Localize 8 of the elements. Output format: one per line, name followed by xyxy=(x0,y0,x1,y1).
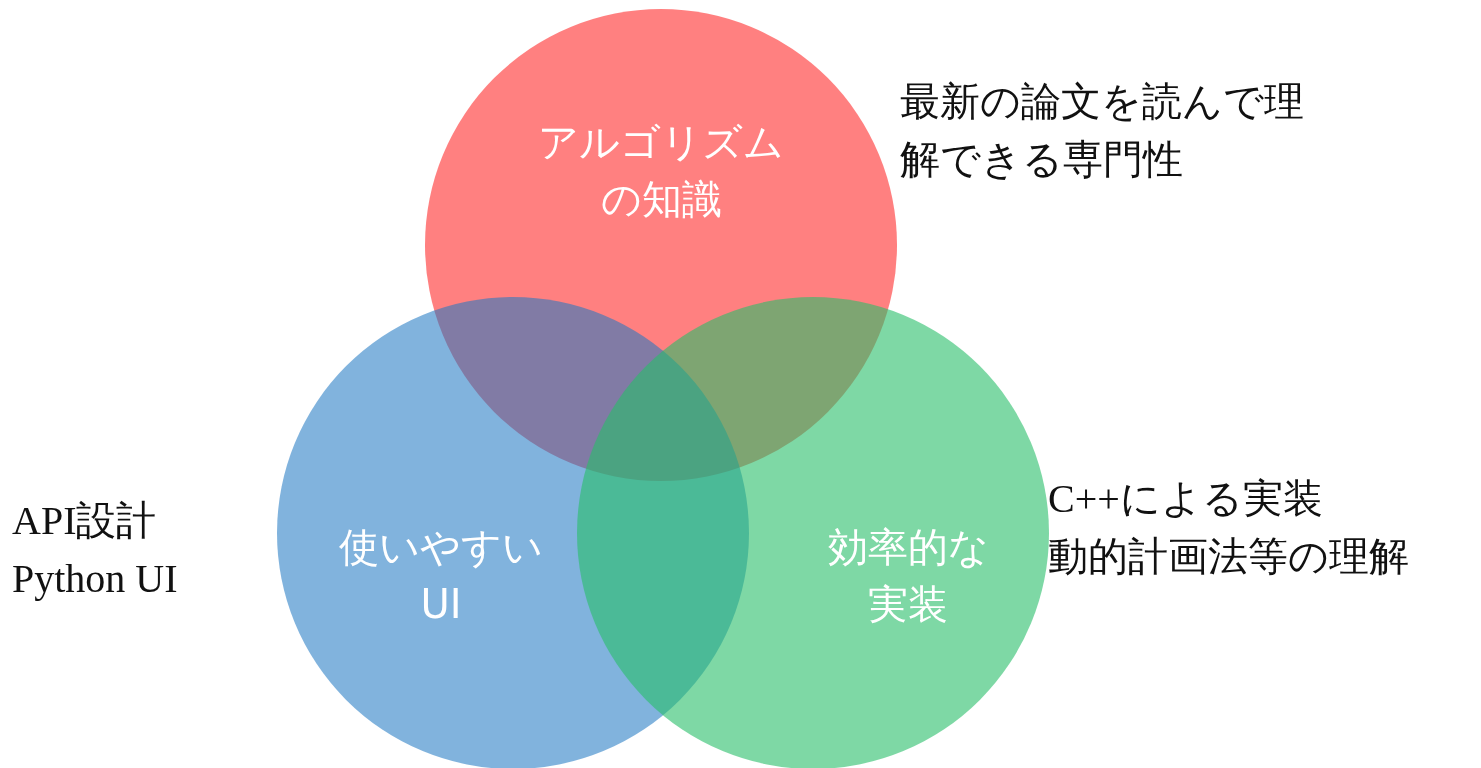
circle-label: 使いやすいUI xyxy=(338,523,544,629)
circle-label: アルゴリズムの知識 xyxy=(537,118,785,224)
annotation-text: C++による実装 xyxy=(1048,475,1324,523)
annotation-text: 最新の論文を読んで理解できる専門性 xyxy=(900,77,1305,184)
annotation-text: API設計 xyxy=(12,497,158,545)
circle-label: 効率的な実装 xyxy=(826,523,990,629)
annotation-text: Python UI xyxy=(12,555,179,603)
annotation-text: 動的計画法等の理解 xyxy=(1048,533,1410,581)
